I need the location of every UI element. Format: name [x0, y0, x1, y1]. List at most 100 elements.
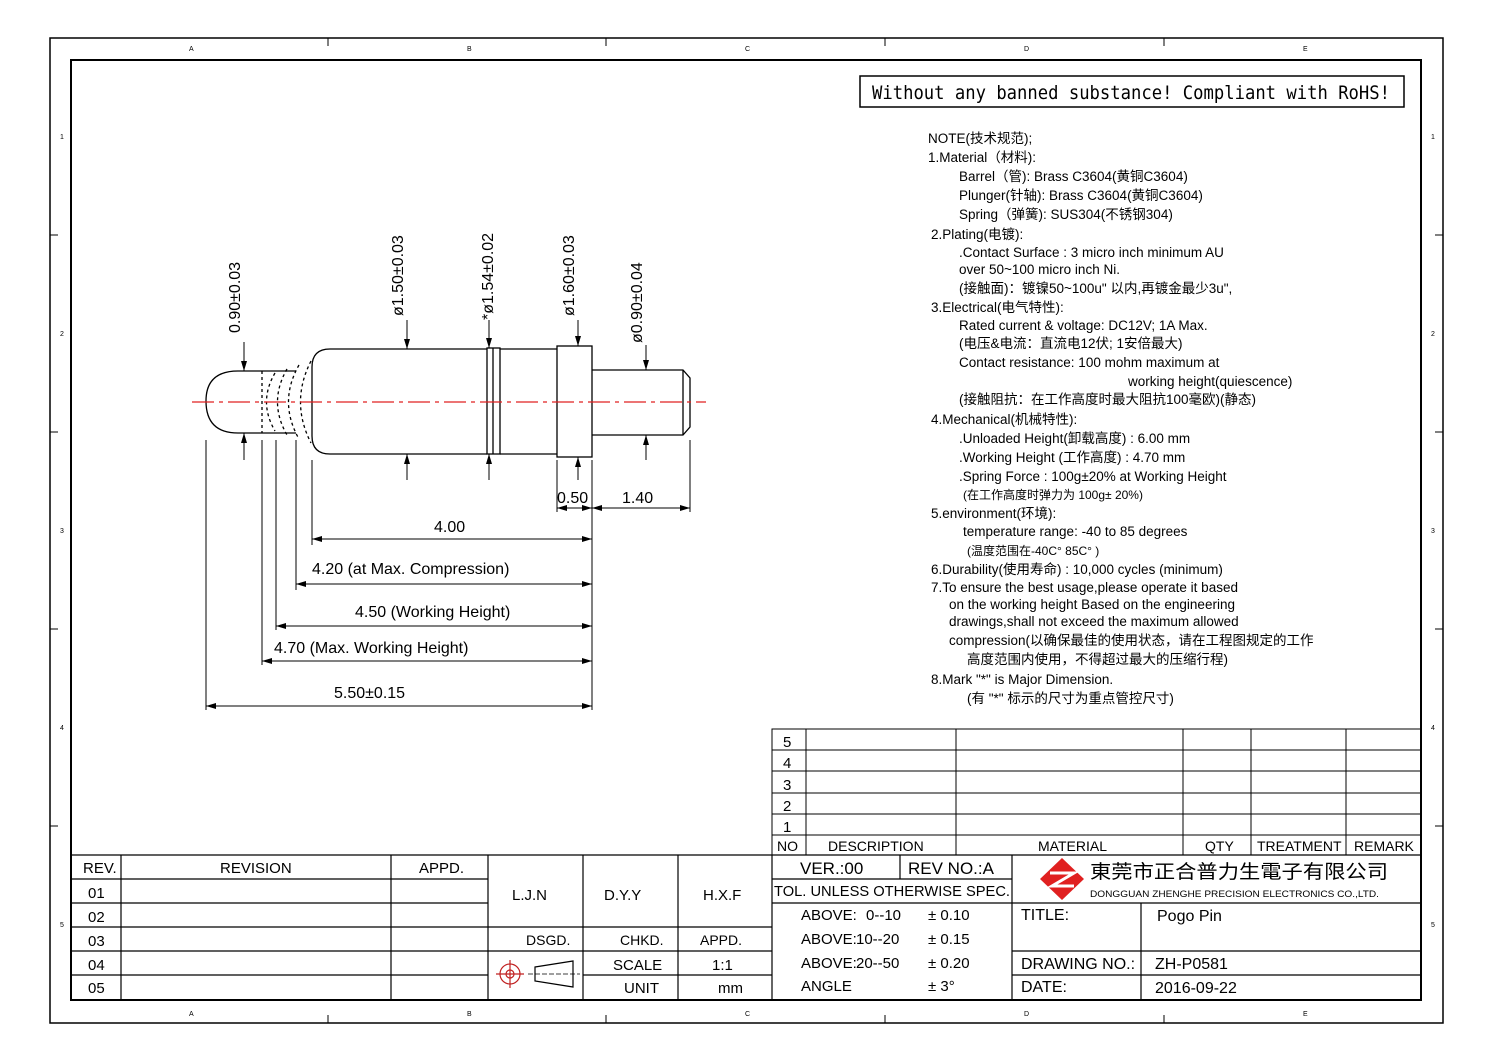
title-value: Pogo Pin	[1157, 908, 1222, 925]
dimension-lines	[205, 320, 691, 710]
dim-max-compression: 4.20 (at Max. Compression)	[312, 561, 509, 578]
tol-range: 0--10	[866, 907, 901, 924]
role-chkd: CHKD.	[620, 932, 664, 948]
dim-groove-diameter: *ø1.54±0.02	[480, 233, 497, 320]
note-line: Plunger(针轴): Brass C3604(黄铜C3604)	[959, 188, 1203, 203]
note-line: (电压&电流：直流电12伏; 1安倍最大)	[959, 336, 1183, 351]
tolerance-block: TOL. UNLESS OTHERWISE SPEC. ABOVE: 0--10…	[774, 883, 1010, 995]
zone-label: A	[189, 1011, 194, 1018]
bom-row-number: 5	[783, 734, 791, 751]
note-line: 6.Durability(使用寿命) : 10,000 cycles (mini…	[931, 561, 1223, 577]
zone-label: 3	[60, 528, 64, 535]
zone-label: 1	[60, 134, 64, 141]
zone-label: 5	[1431, 922, 1435, 929]
note-line: .Unloaded Height(卸载高度) : 6.00 mm	[959, 430, 1190, 446]
note-line: 2.Plating(电镀):	[931, 226, 1023, 242]
note-line: 4.Mechanical(机械特性):	[931, 412, 1077, 427]
tol-label: ANGLE	[801, 978, 852, 995]
dim-collar-length: 0.50	[557, 490, 588, 507]
dim-collar-diameter: ø1.60±0.03	[561, 235, 578, 316]
unit-label: UNIT	[624, 980, 659, 997]
tol-label: ABOVE:	[801, 931, 857, 948]
revision-table: REV. REVISION APPD. 01 02 03 04 05	[83, 860, 464, 997]
designer-name: L.J.N	[512, 887, 547, 904]
zone-label: 2	[60, 331, 64, 338]
plunger-tip	[205, 370, 296, 434]
dim-tail-length: 1.40	[622, 490, 653, 507]
zone-label: D	[1024, 46, 1029, 53]
title-label: TITLE:	[1021, 907, 1069, 924]
role-appd: APPD.	[700, 932, 742, 948]
tol-label: ABOVE:	[801, 907, 857, 924]
bom-header-description: DESCRIPTION	[828, 838, 924, 854]
drawing-number-value: ZH-P0581	[1155, 956, 1228, 973]
dim-tail-diameter: ø0.90±0.04	[629, 262, 646, 343]
note-line: Barrel（管): Brass C3604(黄铜C3604)	[959, 169, 1188, 184]
approver-name: H.X.F	[703, 887, 741, 904]
dim-max-working-height: 4.70 (Max. Working Height)	[274, 640, 468, 657]
zone-label: B	[467, 1011, 472, 1018]
bom-row-number: 4	[783, 755, 791, 772]
zone-label: C	[745, 46, 750, 53]
company-name-cn: 東莞市正合普力生電子有限公司	[1090, 861, 1388, 883]
note-line: .Working Height (工作高度) : 4.70 mm	[959, 449, 1185, 465]
zone-label: C	[745, 1011, 750, 1018]
tol-value: ± 0.20	[928, 955, 970, 972]
zone-ticks	[50, 38, 1443, 1023]
zone-label: D	[1024, 1011, 1029, 1018]
note-line: 7.To ensure the best usage,please operat…	[931, 580, 1238, 595]
inner-frame	[70, 59, 1422, 1001]
dim-working-height: 4.50 (Working Height)	[355, 604, 510, 621]
rev-row-number: 04	[88, 957, 105, 974]
note-line: 高度范围内使用，不得超过最大的压缩行程)	[967, 651, 1228, 667]
dim-barrel-diameter: ø1.50±0.03	[390, 235, 407, 316]
zone-label: B	[467, 46, 472, 53]
bom-table	[771, 728, 1422, 856]
note-line: (接触阻抗：在工作高度时最大阻抗100毫欧)(静态)	[959, 391, 1256, 407]
company-name-en: DONGGUAN ZHENGHE PRECISION ELECTRONICS C…	[1090, 889, 1379, 899]
bom-header-remark: REMARK	[1354, 838, 1415, 854]
note-line: (有 "*" 标示的尺寸为重点管控尺寸)	[967, 691, 1174, 706]
rev-header-rev: REV.	[83, 860, 117, 877]
note-line: Spring（弹簧): SUS304(不锈钢304)	[959, 207, 1173, 222]
note-line: over 50~100 micro inch Ni.	[959, 262, 1120, 277]
tol-range: 10--20	[856, 931, 899, 948]
zone-label: 2	[1431, 331, 1435, 338]
note-line: drawings,shall not exceed the maximum al…	[949, 614, 1239, 629]
dim-barrel-length: 4.00	[434, 519, 465, 536]
signoff-block: L.J.N D.Y.Y H.X.F DSGD. CHKD. APPD. SCAL…	[512, 887, 743, 997]
rev-row-number: 03	[88, 933, 105, 950]
note-line: NOTE(技术规范);	[928, 131, 1032, 146]
note-line: compression(以确保最佳的使用状态，请在工程图规定的工作	[949, 632, 1314, 648]
note-line: 1.Material（材料):	[928, 150, 1036, 165]
bom-row-number: 1	[783, 819, 791, 836]
dimension-labels: 0.90±0.03 ø1.50±0.03 *ø1.54±0.02 ø1.60±0…	[227, 233, 653, 702]
note-line: (接触面)：镀镍50~100u" 以内,再镀金最少3u",	[959, 280, 1232, 296]
note-line: Rated current & voltage: DC12V; 1A Max.	[959, 318, 1208, 333]
note-line: (在工作高度时弹力为 100g± 20%)	[963, 487, 1143, 502]
bom-text: 5 4 3 2 1 NO DESCRIPTION MATERIAL QTY TR…	[777, 734, 1415, 854]
rev-row-number: 05	[88, 980, 105, 997]
bom-header-qty: QTY	[1205, 838, 1234, 854]
rev-header-revision: REVISION	[220, 860, 292, 877]
role-dsgd: DSGD.	[526, 932, 570, 948]
tol-label: ABOVE:	[801, 955, 857, 972]
drawing-number-label: DRAWING NO.:	[1021, 956, 1135, 973]
rev-row-number: 01	[88, 885, 105, 902]
rohs-banner: Without any banned substance! Compliant …	[872, 82, 1390, 104]
outer-frame	[49, 37, 1444, 1024]
date-label: DATE:	[1021, 979, 1067, 996]
bom-row-number: 2	[783, 798, 791, 815]
tol-value: ± 0.15	[928, 931, 970, 948]
tol-value: ± 3°	[928, 978, 955, 995]
zone-label: 1	[1431, 134, 1435, 141]
bom-header-treatment: TREATMENT	[1257, 838, 1342, 854]
version-number: VER.:00	[800, 859, 863, 878]
note-line: working height(quiescence)	[1127, 374, 1292, 389]
note-line: .Spring Force : 100g±20% at Working Heig…	[959, 469, 1227, 484]
company-logo-icon	[1040, 858, 1084, 900]
note-line: 3.Electrical(电气特性):	[931, 300, 1064, 315]
note-line: .Contact Surface : 3 micro inch minimum …	[959, 245, 1224, 260]
zone-label: 3	[1431, 528, 1435, 535]
bom-row-number: 3	[783, 777, 791, 794]
